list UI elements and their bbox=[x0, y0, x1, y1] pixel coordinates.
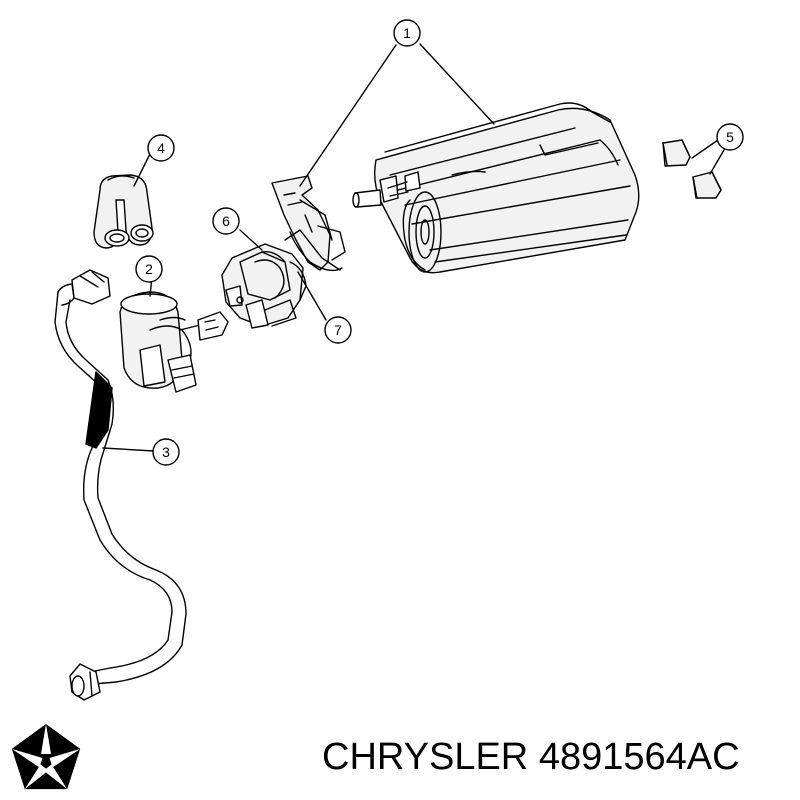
filter-part bbox=[119, 291, 229, 393]
callout-label-7: 7 bbox=[334, 322, 342, 338]
purge-valve-part bbox=[221, 243, 307, 329]
part-number: 4891564AC bbox=[538, 736, 740, 778]
chrysler-pentastar-icon bbox=[11, 724, 81, 790]
callout-circle-3 bbox=[152, 438, 180, 466]
callout-circle-2 bbox=[135, 255, 163, 283]
callout-label-4: 4 bbox=[157, 140, 165, 156]
part-caption: CHRYSLER 4891564AC bbox=[322, 736, 792, 779]
hose-elbow-part bbox=[93, 174, 154, 249]
callout-circle-6 bbox=[212, 207, 240, 235]
bumper-pads-part bbox=[662, 139, 722, 199]
callout-circle-5 bbox=[716, 123, 744, 151]
leader-lines bbox=[102, 43, 725, 452]
mounting-bracket-part bbox=[271, 175, 346, 272]
callout-circle-1 bbox=[393, 19, 421, 47]
canister-part bbox=[352, 102, 640, 274]
vent-hose-part bbox=[54, 269, 187, 701]
callout-circle-7 bbox=[324, 316, 352, 344]
callout-labels: 1 2 3 4 5 6 7 bbox=[145, 25, 734, 460]
brand-name: CHRYSLER bbox=[322, 736, 529, 778]
callout-label-2: 2 bbox=[145, 261, 153, 277]
callout-label-3: 3 bbox=[162, 444, 170, 460]
callout-circles bbox=[135, 19, 744, 466]
callout-label-5: 5 bbox=[726, 129, 734, 145]
callout-circle-4 bbox=[147, 134, 175, 162]
callout-label-6: 6 bbox=[222, 213, 230, 229]
callout-label-1: 1 bbox=[403, 25, 411, 41]
